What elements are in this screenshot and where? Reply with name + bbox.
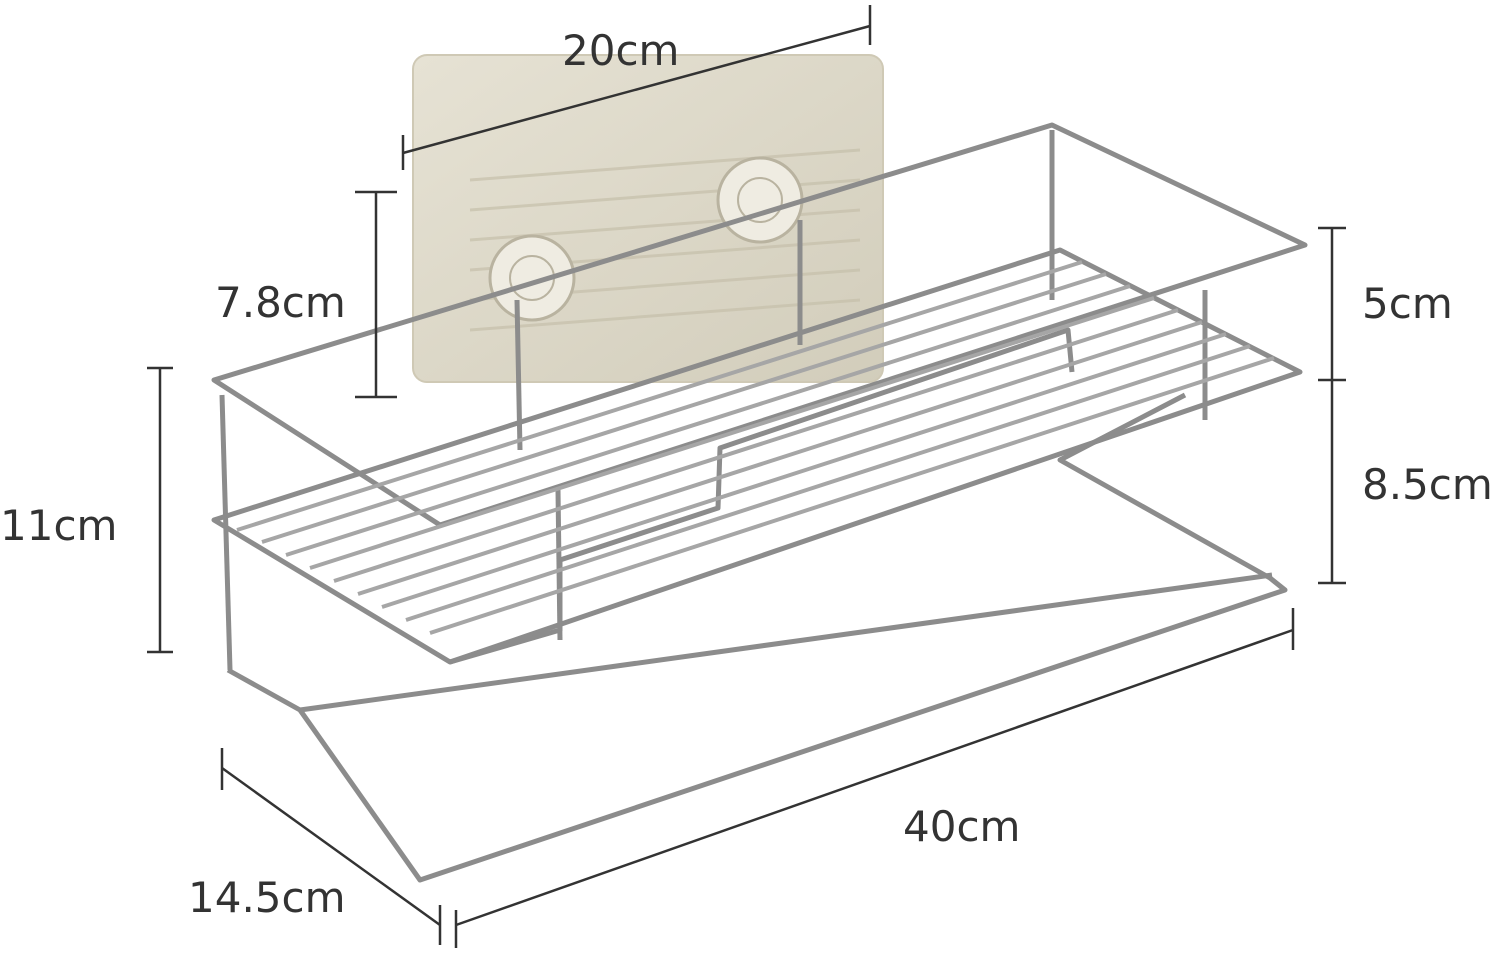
pad-width-label: 20cm	[562, 26, 680, 75]
overall-height-label: 11cm	[0, 501, 118, 550]
pad-height-label: 7.8cm	[215, 278, 346, 327]
dimension-lines	[147, 5, 1346, 948]
suction-hook-right	[716, 156, 804, 244]
length-label: 40cm	[903, 802, 1021, 851]
wire-basket	[211, 122, 1308, 883]
upper-rail-height-label: 5cm	[1362, 279, 1453, 328]
lower-section-height-label: 8.5cm	[1362, 460, 1493, 509]
depth-label: 14.5cm	[188, 873, 346, 922]
suction-hook-left	[488, 234, 576, 322]
adhesive-pad	[412, 54, 884, 383]
shelf-slats	[236, 260, 1275, 635]
